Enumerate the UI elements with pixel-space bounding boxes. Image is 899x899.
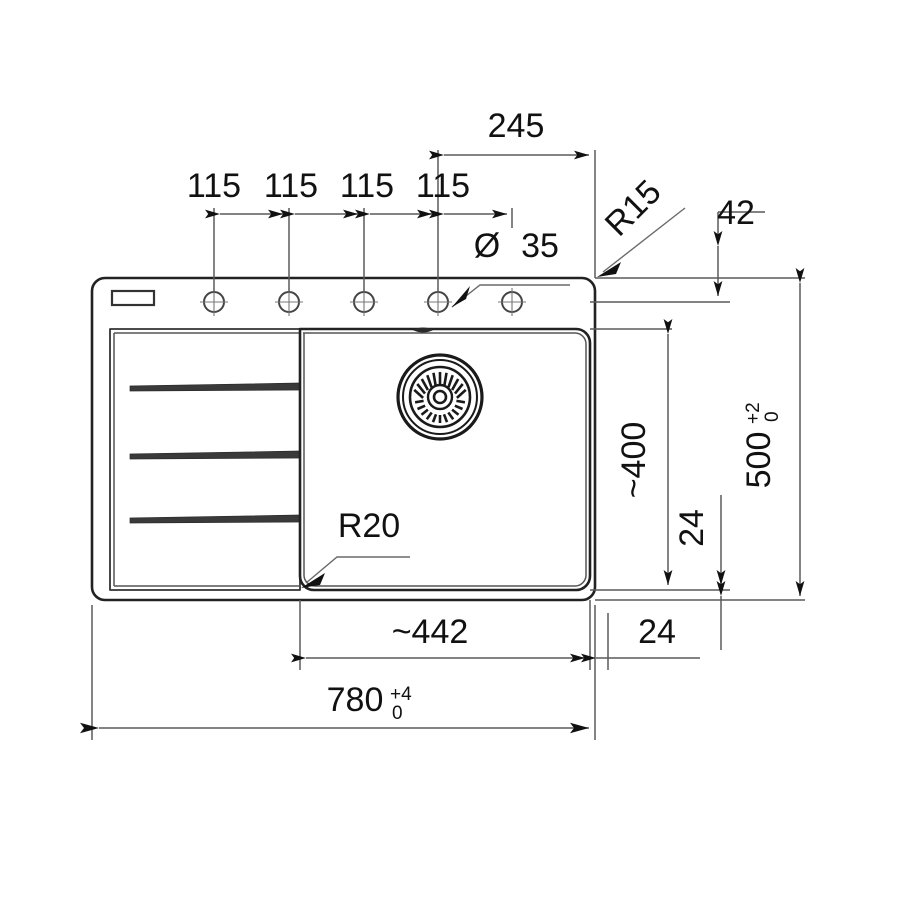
dim-label-offset-245: 245 (488, 107, 545, 145)
tap-hole-1 (200, 288, 228, 316)
tap-hole-3 (350, 288, 378, 316)
bottom-extension-lines (91, 600, 609, 740)
drainboard-area (109, 328, 301, 591)
groove-3 (129, 514, 301, 524)
overall-height-label-group: 500 +2 0 (740, 402, 783, 488)
dim-label-spacing-2: 115 (264, 167, 318, 205)
radius-r20-leader (301, 556, 410, 588)
dim-label-spacing-1: 115 (187, 167, 241, 205)
dim-label-bowl-height: ~400 (615, 422, 653, 499)
radius-r15-leader (597, 207, 686, 277)
dim-label-hole-diameter: 35 (521, 227, 559, 265)
dim-label-r15: R15 (598, 173, 669, 244)
dim-label-overall-width: 780 (327, 681, 384, 719)
ledge-42-dimension (713, 211, 765, 296)
tap-spacing-extension-lines (213, 150, 596, 292)
dim-label-bowl-width: ~442 (392, 613, 469, 651)
overflow-slot (412, 327, 434, 333)
dim-label-overall-height: 500 (740, 432, 778, 489)
dim-label-42: 42 (717, 194, 755, 232)
tap-hole-2 (275, 288, 303, 316)
drain-strainer (396, 353, 484, 441)
dim-label-overall-width-tol-upper: +4 (390, 684, 412, 705)
tap-holes (200, 288, 526, 316)
drainboard-grooves (129, 382, 301, 524)
groove-2 (129, 450, 301, 460)
overall-width-label-group: 780 +4 0 (327, 681, 412, 724)
dim-label-r20: R20 (338, 507, 400, 545)
dim-label-ledge-24: 24 (673, 509, 711, 547)
right-extension-lines (590, 277, 805, 601)
dim-label-spacing-3: 115 (340, 167, 394, 205)
hole-diameter-leader (451, 284, 570, 308)
tap-hole-5 (498, 288, 526, 316)
dim-label-overall-height-tol-upper: +2 (743, 402, 764, 424)
dim-label-spacing-4: 115 (416, 167, 470, 205)
groove-1 (129, 382, 301, 392)
sink-outer-body (90, 276, 597, 602)
drain-spokes (413, 372, 467, 423)
hole-diameter-symbol: Ø (474, 227, 500, 265)
dim-label-ledge-right-24: 24 (638, 613, 676, 651)
dim-label-overall-width-tol-lower: 0 (392, 703, 403, 724)
brand-badge (110, 289, 156, 307)
dim-label-overall-height-tol-lower: 0 (762, 411, 783, 422)
tap-hole-4 (424, 288, 452, 316)
